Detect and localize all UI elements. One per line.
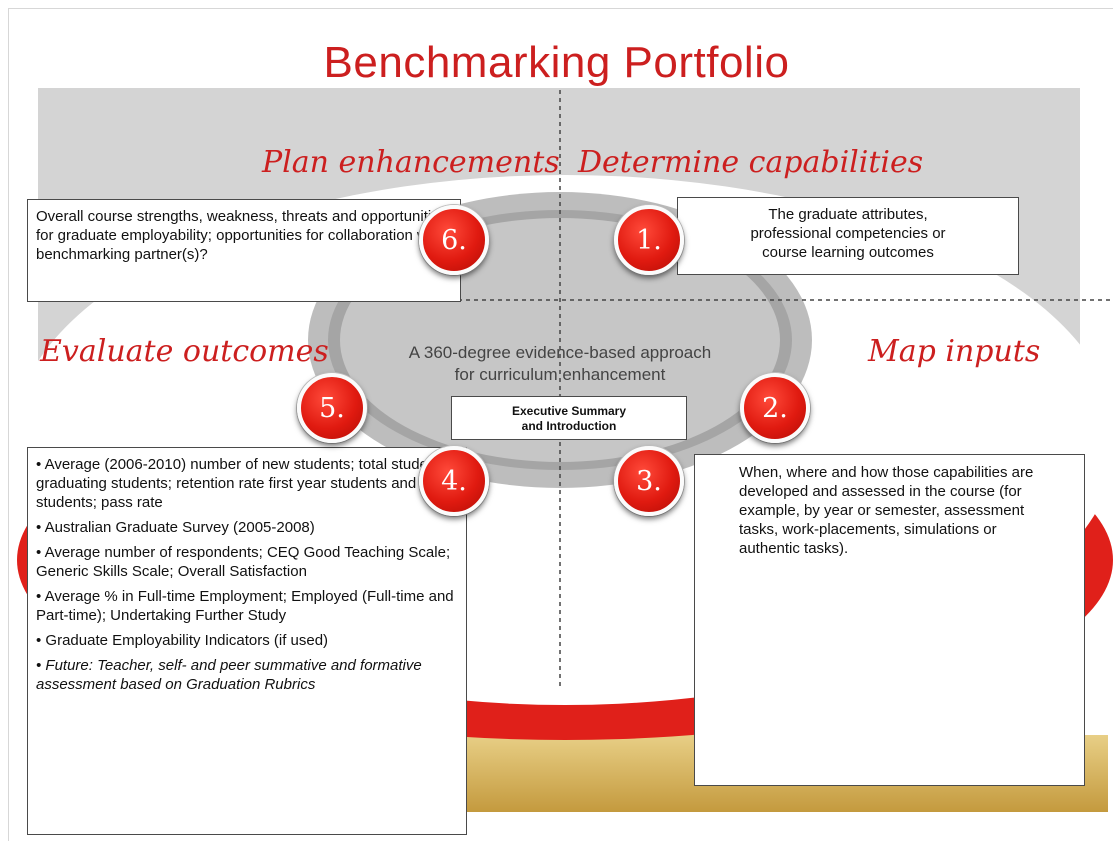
step6-badge[interactable]: 6. [419,205,489,275]
step1-line1: The graduate attributes, [768,206,928,223]
quadrant-evaluate-label: Evaluate outcomes [40,334,329,369]
step4-item-4: • Average % in Full-time Employment; Emp… [36,588,454,624]
step4-item-1: • Average (2006-2010) number of new stud… [36,456,453,511]
step5-badge[interactable]: 5. [297,373,367,443]
step1-badge[interactable]: 1. [614,205,684,275]
page-frame [8,8,1113,841]
center-caption-line1: A 360-degree evidence-based approach [408,343,712,362]
step4-item-3: • Average number of respondents; CEQ Goo… [36,544,451,580]
step1-line3: course learning outcomes [762,244,934,261]
step4-item-6: • Future: Teacher, self- and peer summat… [36,657,422,693]
center-caption-line2: for curriculum enhancement [454,365,666,384]
step4-box: • Average (2006-2010) number of new stud… [27,447,467,835]
step1-line2: professional competencies or [750,225,946,242]
page-title: Benchmarking Portfolio [323,38,790,87]
step3-box: When, where and how those capabilities a… [694,454,1085,786]
step3-badge[interactable]: 3. [614,446,684,516]
step1-box: The graduate attributes, professional co… [677,197,1019,275]
step6-box: Overall course strengths, weakness, thre… [27,199,461,302]
step4-item-2: • Australian Graduate Survey (2005-2008) [36,519,315,536]
executive-summary-box[interactable]: Executive Summary and Introduction [451,396,687,440]
center-caption: A 360-degree evidence-based approach for… [360,342,760,386]
summary-line2: and Introduction [521,419,617,433]
quadrant-map-label: Map inputs [868,334,1041,369]
quadrant-determine-label: Determine capabilities [578,145,924,180]
quadrant-plan-label: Plan enhancements [262,145,560,180]
step2-badge[interactable]: 2. [740,373,810,443]
step4-item-5: • Graduate Employability Indicators (if … [36,632,329,649]
summary-line1: Executive Summary [511,404,627,418]
step4-badge[interactable]: 4. [419,446,489,516]
